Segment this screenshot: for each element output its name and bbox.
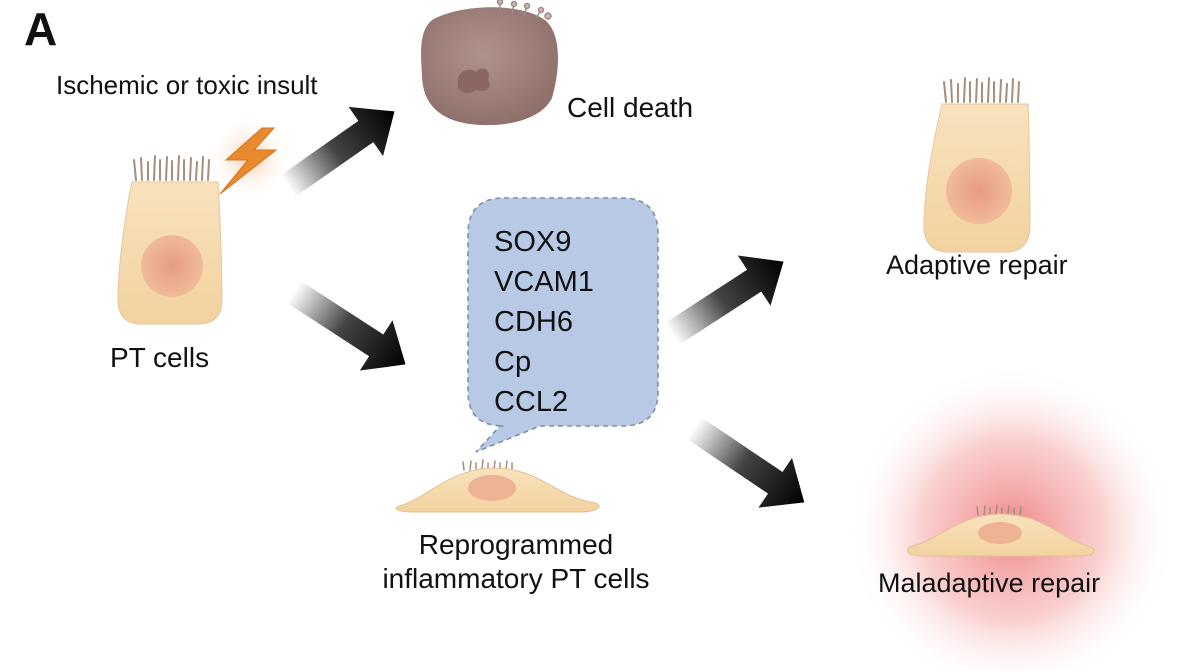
arrow-to-maladaptive <box>686 417 805 508</box>
pt-cells-label: PT cells <box>110 342 210 373</box>
flat-cell-icon <box>395 459 600 513</box>
insult-label: Ischemic or toxic insult <box>56 70 318 100</box>
arrow-to-cell-death <box>280 106 395 197</box>
arrow-to-adaptive <box>664 255 784 345</box>
panel-label: A <box>24 3 58 55</box>
arrow-to-reprogrammed <box>286 281 406 371</box>
cell-death-label: Cell death <box>567 92 694 123</box>
reprogrammed-label: Reprogrammed inflammatory PT cells <box>382 529 650 594</box>
maladaptive-repair-label: Maladaptive repair <box>878 568 1101 598</box>
dead-cell-icon <box>421 0 558 126</box>
lightning-icon <box>208 116 292 200</box>
marker-callout <box>467 197 659 453</box>
marker-item: VCAM1 <box>494 266 594 298</box>
adaptive-cell-icon <box>923 77 1031 253</box>
adaptive-repair-label: Adaptive repair <box>886 250 1068 280</box>
marker-item: SOX9 <box>494 226 572 258</box>
marker-item: CCL2 <box>494 386 569 418</box>
marker-item: Cp <box>494 346 532 378</box>
pt-cell-icon <box>117 155 223 325</box>
marker-item: CDH6 <box>494 306 573 338</box>
marker-list: SOX9 VCAM1 CDH6 Cp CCL2 <box>494 222 594 422</box>
maladaptive-cell-icon <box>906 504 1095 557</box>
